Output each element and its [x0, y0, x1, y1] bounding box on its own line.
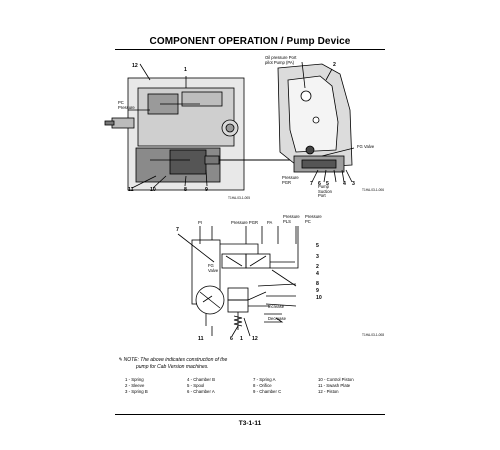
legend-item: 11 - Swash Plate — [318, 383, 351, 389]
figure-ref-left: T1HA-03-1-005 — [228, 196, 250, 200]
callout-2-bottom: 2 — [316, 264, 319, 270]
callout-8-top: 8 — [184, 187, 187, 193]
callout-1-top: 1 — [184, 67, 187, 73]
note-block: ✎ NOTE: The above indicates construction… — [118, 357, 227, 371]
legend-item: 12 - Piston — [318, 389, 339, 395]
label-oil-pressure-port: Oil pressure Port pilot Pump (PA) — [265, 55, 297, 65]
label-increase: Increase — [268, 304, 285, 309]
figure-ref-bottom: T1HA-03-1-008 — [362, 333, 384, 337]
legend-item: 2 - Sleeve — [125, 383, 145, 389]
label-pressure-pc: Pressure PC — [305, 214, 322, 224]
legend-item: 9 - Chamber C — [253, 389, 282, 395]
label-pressure-pgr-top: Pressure PGR — [282, 175, 299, 185]
legend-item: 4 - Chamber B — [187, 377, 215, 382]
callout-5-bottom: 5 — [316, 243, 319, 249]
callout-11-bottom: 11 — [198, 336, 204, 342]
note-icon: ✎ — [118, 357, 123, 363]
callout-4-bottom: 4 — [316, 271, 319, 277]
callout-9-top: 9 — [205, 187, 208, 193]
callout-5-top: 5 — [326, 181, 329, 187]
legend-item: 5 - Spool — [187, 383, 205, 389]
footer-rule — [115, 414, 385, 415]
legend-col-2: 4 - Chamber B 5 - Spool 6 - Chamber A — [187, 377, 215, 396]
legend-item: 3 - Spring B — [125, 389, 148, 395]
label-pi: PI — [198, 220, 202, 225]
label-fg-valve-top: FG Valve — [357, 144, 375, 149]
legend-item: 10 - Control Piston — [318, 377, 354, 382]
label-pressure-pgr-bottom: Pressure PGR — [231, 220, 258, 225]
legend-item: 6 - Chamber A — [187, 389, 215, 395]
page-number: T3-1-11 — [238, 420, 262, 427]
label-pc-pressure: PC Pressure — [118, 100, 135, 110]
note-line-2: pump for Cab Version machines. — [136, 363, 209, 370]
note-line-1: NOTE: The above indicates construction o… — [123, 357, 228, 363]
legend-item: 1 - Spring — [125, 377, 144, 382]
callout-10-top: 10 — [150, 187, 156, 193]
label-pressure-pls: Pressure PLS — [283, 214, 300, 224]
callout-2-top: 2 — [333, 62, 336, 68]
label-pa: PA — [267, 220, 273, 225]
callout-3-top: 3 — [352, 181, 355, 187]
callout-12-bottom: 12 — [252, 336, 258, 342]
callout-9-bottom: 9 — [316, 288, 319, 294]
callout-6-bottom: 6 — [230, 336, 233, 342]
callout-1-bottom: 1 — [240, 336, 243, 342]
callout-7-bottom: 7 — [176, 227, 179, 233]
callout-6-top: 6 — [318, 181, 321, 187]
callout-11-top: 11 — [128, 187, 134, 193]
callout-3-bottom: 3 — [316, 254, 319, 260]
callout-4-top: 4 — [343, 181, 346, 187]
callout-8-bottom: 8 — [316, 281, 319, 287]
title-underline — [115, 49, 385, 50]
legend-item: 7 - Spring A — [253, 377, 276, 382]
label-fg-valve-bottom: FG Valve — [208, 263, 219, 273]
callout-7-top: 7 — [310, 181, 313, 187]
figure-ref-right: T1HA-03-1-006 — [362, 188, 384, 192]
legend-item: 8 - Orifice — [253, 383, 272, 389]
legend-col-1: 1 - Spring 2 - Sleeve 3 - Spring B — [125, 377, 148, 396]
label-decrease: Decrease — [268, 316, 286, 321]
page-title: COMPONENT OPERATION / Pump Device — [149, 36, 351, 47]
callout-10-bottom: 10 — [316, 295, 322, 301]
legend-col-4: 10 - Control Piston 11 - Swash Plate 12 … — [318, 377, 354, 396]
hydraulic-schematic — [177, 226, 299, 337]
label-pump-suction-port: Pump Suction Port — [318, 184, 332, 199]
callout-12-top: 12 — [132, 63, 138, 69]
legend-col-3: 7 - Spring A 8 - Orifice 9 - Chamber C — [253, 377, 281, 396]
